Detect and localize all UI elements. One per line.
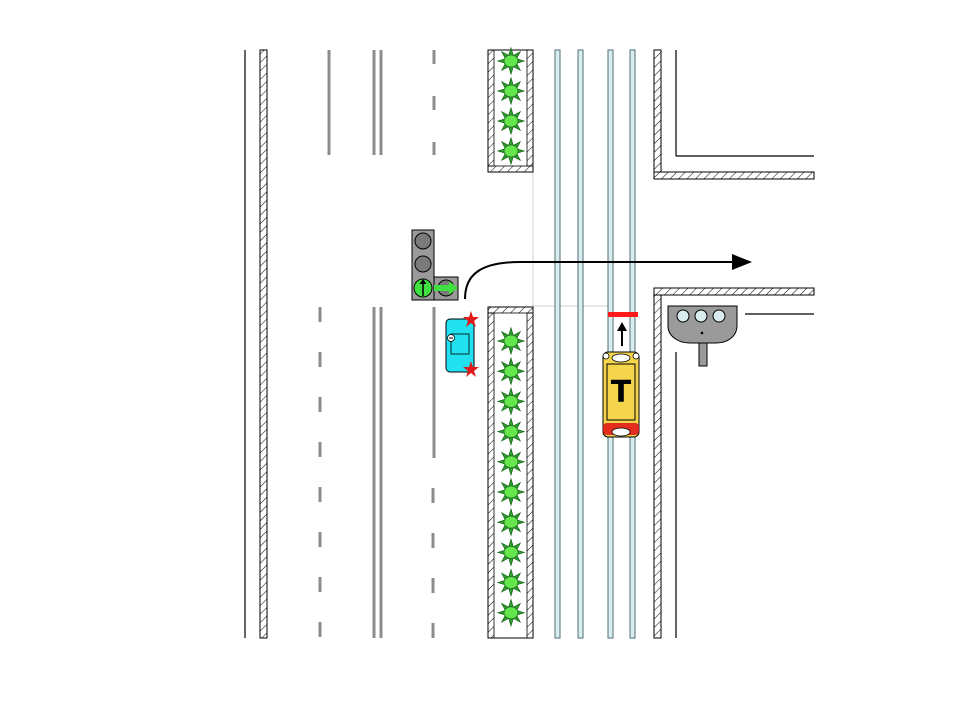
car-icon (445, 318, 475, 373)
tram-signal-lamp-3 (712, 309, 726, 323)
lower-lane-markings (318, 307, 436, 638)
tram-stop-line (608, 312, 638, 317)
bush-icon (496, 76, 526, 106)
tram-direction-arrow (617, 322, 627, 346)
bush-icon (496, 106, 526, 136)
lower-median (487, 306, 534, 639)
bush-icon (496, 477, 526, 507)
bush-icon (496, 447, 526, 477)
warning-star-icon (463, 311, 479, 327)
green-straight-arrow-icon (419, 279, 427, 296)
bush-icon (496, 356, 526, 386)
bush-icon (496, 46, 526, 76)
bush-icon (496, 136, 526, 166)
bush-icon (496, 507, 526, 537)
tram-signal-icon (667, 305, 738, 367)
tram-rails (554, 49, 636, 639)
upper-median (487, 46, 534, 173)
bush-icon (496, 387, 526, 416)
traffic-light-icon (411, 229, 459, 301)
signal-lamp-middle (414, 255, 432, 273)
bush-icon (496, 598, 526, 628)
upper-lane-markings (327, 50, 436, 155)
tram-signal-lamp-1 (676, 309, 690, 323)
bush-icon (496, 568, 526, 597)
bush-icon (496, 538, 526, 567)
warning-star-icon (463, 361, 479, 377)
tram-label: T (611, 375, 632, 410)
green-left-arrow-icon (434, 281, 458, 295)
turn-path-arrow (464, 254, 752, 300)
right-curb (653, 49, 815, 639)
left-curb (244, 49, 268, 639)
intersection-guides (532, 172, 612, 307)
tram-signal-lamp-2 (694, 309, 708, 323)
signal-lamp-top (414, 232, 432, 250)
bush-icon (496, 326, 526, 356)
bush-icon (496, 417, 526, 446)
tram-icon: T (602, 351, 640, 438)
